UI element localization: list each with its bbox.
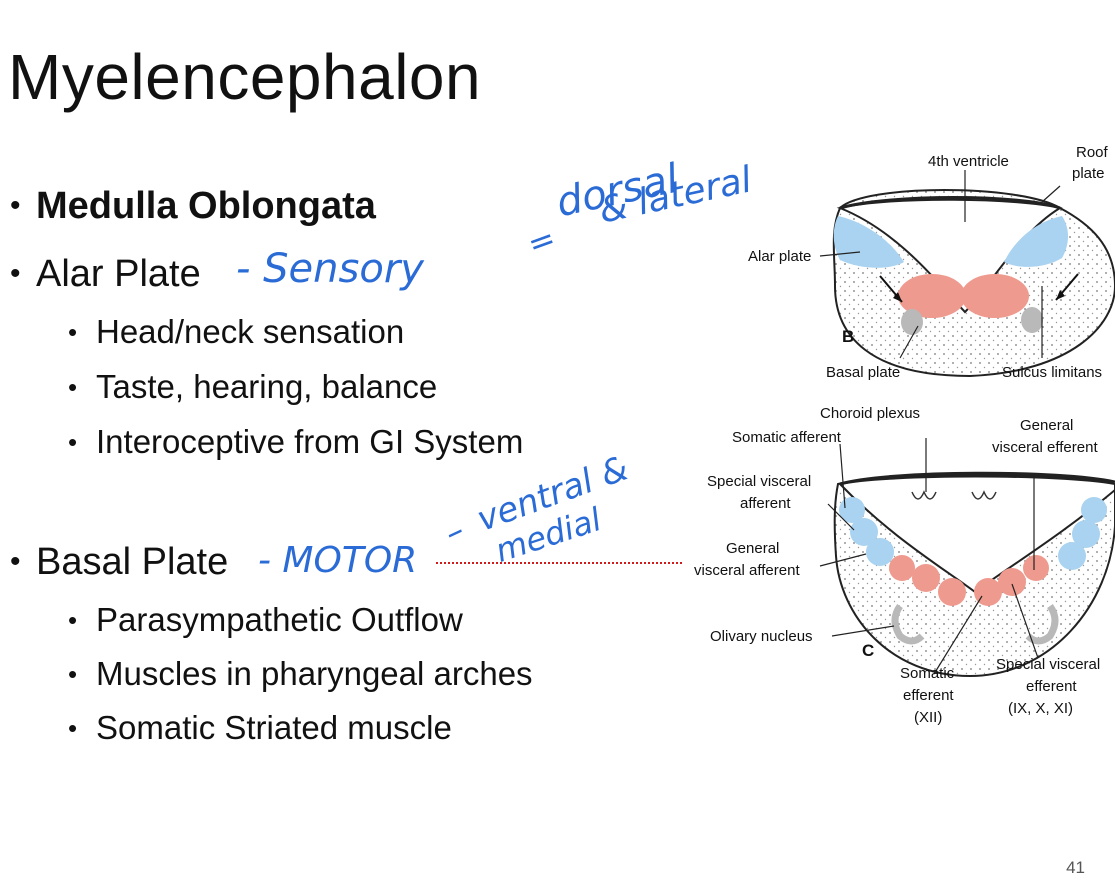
alar-item: Taste, hearing, balance [68, 367, 437, 407]
label-sulcus-limitans: Sulcus limitans [1002, 364, 1102, 381]
bullet-medulla: Medulla Oblongata [10, 184, 376, 228]
bullet-medulla-text: Medulla Oblongata [36, 185, 376, 227]
handwritten-equals: = [522, 218, 561, 264]
label-sve-2: efferent [1026, 678, 1077, 695]
label-roof-plate-2: plate [1072, 165, 1105, 182]
medulla-cross-section-figure: 4th ventricle Roof plate Alar plate B Ba… [694, 144, 1115, 726]
slide-title: Myelencephalon [8, 41, 482, 113]
label-gve-2: visceral efferent [992, 439, 1098, 456]
label-se-3: (XII) [914, 709, 942, 726]
alar-item: Head/neck sensation [68, 312, 404, 352]
red-dotted-underline [436, 562, 682, 564]
bullet-basal-text: Basal Plate [36, 541, 229, 583]
alar-item: Interoceptive from GI System [68, 422, 523, 462]
label-roof-plate-1: Roof [1076, 144, 1109, 161]
label-sva-1: Special visceral [707, 473, 811, 490]
bullet-alar: Alar Plate [10, 252, 201, 296]
page-number: 41 [1066, 858, 1085, 877]
label-gva-2: visceral afferent [694, 562, 800, 579]
bullet-alar-text: Alar Plate [36, 253, 201, 295]
panel-c-diagram: Choroid plexus Somatic afferent General … [694, 405, 1115, 726]
label-gve-1: General [1020, 417, 1073, 434]
handwritten-motor: - MOTOR [258, 540, 418, 581]
label-panel-c: C [862, 641, 874, 660]
handwritten-sensory: - Sensory [236, 246, 424, 292]
label-panel-b: B [842, 327, 854, 346]
panel-b-diagram: 4th ventricle Roof plate Alar plate B Ba… [748, 144, 1115, 381]
label-se-2: efferent [903, 687, 954, 704]
label-4th-ventricle: 4th ventricle [928, 153, 1009, 170]
label-somatic-afferent: Somatic afferent [732, 429, 842, 446]
label-sve-1: Special visceral [996, 656, 1100, 673]
label-gva-1: General [726, 540, 779, 557]
label-alar-plate: Alar plate [748, 248, 811, 265]
bullet-basal: Basal Plate [10, 540, 229, 584]
label-basal-plate: Basal plate [826, 364, 900, 381]
basal-item: Parasympathetic Outflow [68, 600, 463, 640]
label-choroid-plexus: Choroid plexus [820, 405, 920, 422]
basal-item: Somatic Striated muscle [68, 708, 452, 748]
label-olivary-nucleus: Olivary nucleus [710, 628, 813, 645]
label-sva-2: afferent [740, 495, 791, 512]
label-sve-3: (IX, X, XI) [1008, 700, 1073, 717]
basal-item: Muscles in pharyngeal arches [68, 654, 533, 694]
label-se-1: Somatic [900, 665, 955, 682]
handwritten-dash: – [438, 510, 471, 554]
